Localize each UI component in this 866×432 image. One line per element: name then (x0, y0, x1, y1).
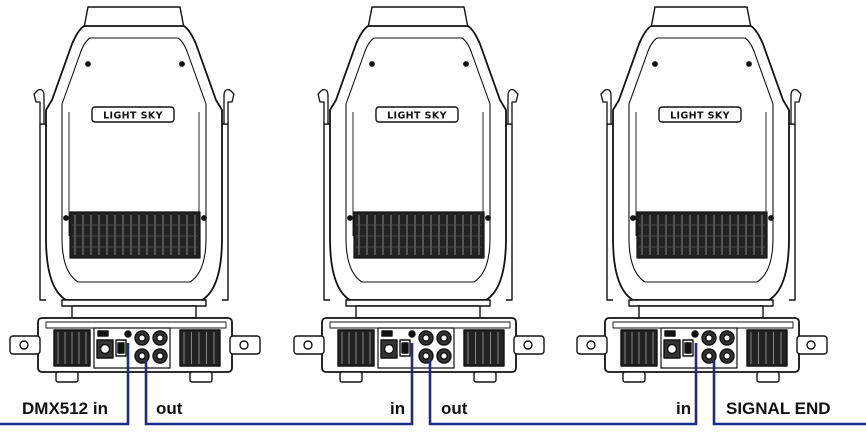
brand-logo-text: LIGHT SKY (670, 111, 730, 122)
fixture-2-in-label: in (390, 399, 406, 418)
fixture-3-signal-end-label: SIGNAL END (726, 399, 831, 418)
fixture-2-out-label: out (441, 399, 468, 418)
fixture-1-out-label: out (156, 399, 183, 418)
moving-head-fixture-2: LIGHT SKY (293, 6, 545, 383)
moving-head-fixture-3: LIGHT SKY (576, 6, 828, 383)
cable-link-2-3 (428, 343, 698, 426)
moving-head-fixture-1: LIGHT SKY (9, 6, 261, 383)
fixture-1-in-label: DMX512 in (22, 399, 108, 418)
cable-link-1-2 (144, 343, 414, 426)
brand-logo-text: LIGHT SKY (103, 111, 163, 122)
fixture-3-in-label: in (676, 399, 692, 418)
cable-dmx-input (0, 343, 130, 426)
cable-signal-end (712, 360, 866, 426)
brand-logo-text: LIGHT SKY (387, 111, 447, 122)
